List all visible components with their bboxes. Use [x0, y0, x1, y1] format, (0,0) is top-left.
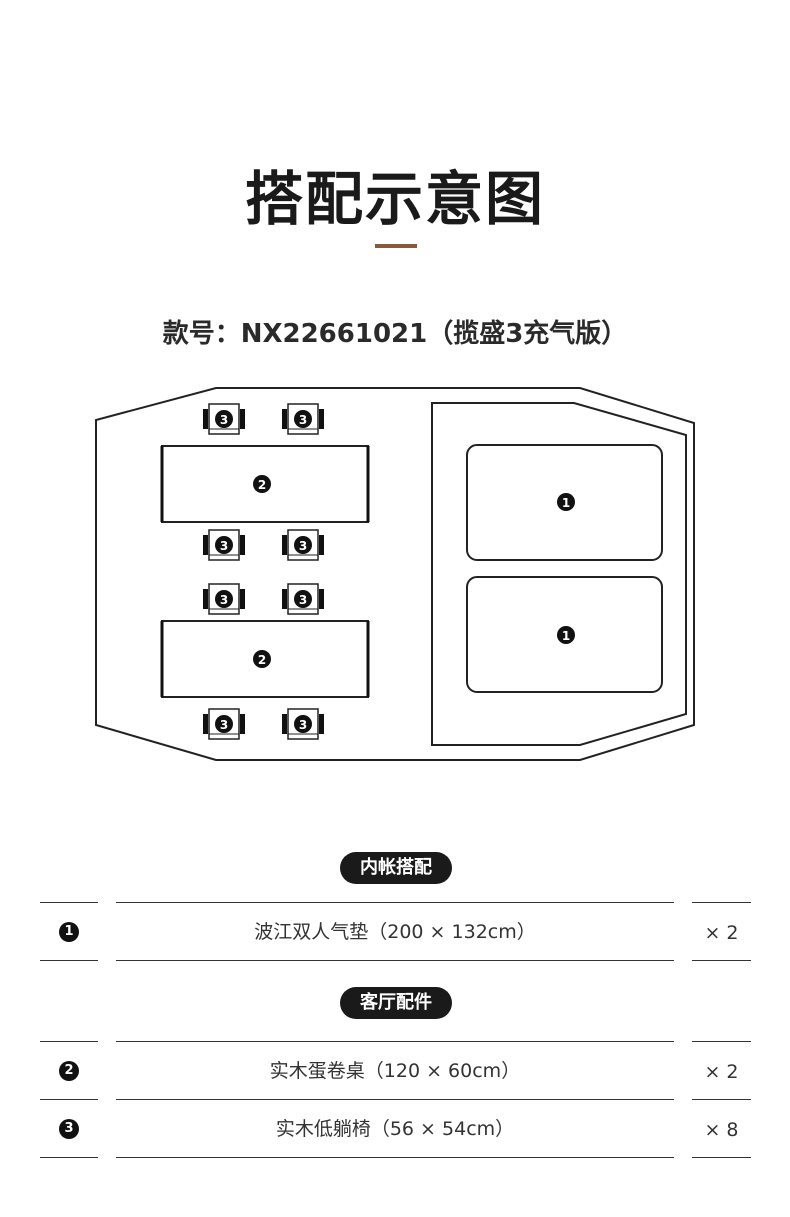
table-badge-text: 2	[258, 653, 266, 667]
row-divider	[692, 960, 751, 961]
chair: 3	[203, 529, 245, 561]
air-bed: 1	[466, 576, 663, 693]
item-quantity: × 2	[704, 1061, 739, 1083]
bed-badge-text: 1	[562, 629, 570, 643]
title-underline	[375, 244, 417, 248]
item-badge: 3	[59, 1119, 79, 1139]
chair-badge-text: 3	[220, 718, 228, 732]
row-divider	[40, 902, 98, 903]
air-bed: 1	[466, 444, 663, 561]
chair-badge-text: 3	[220, 539, 228, 553]
section-title-inner-tent: 内帐搭配	[340, 852, 452, 884]
inner-tent-outline	[431, 402, 687, 746]
item-name: 波江双人气垫（200 × 132cm）	[254, 921, 536, 943]
row-divider	[40, 960, 98, 961]
tent-outline	[95, 387, 695, 761]
page-title: 搭配示意图	[244, 165, 545, 233]
item-name: 实木蛋卷桌（120 × 60cm）	[269, 1060, 521, 1082]
chair-badge-text: 3	[220, 413, 228, 427]
item-name: 实木低躺椅（56 × 54cm）	[275, 1118, 515, 1140]
item-quantity: × 8	[704, 1119, 739, 1141]
item-badge: 2	[59, 1061, 79, 1081]
chair: 3	[203, 708, 245, 740]
row-divider	[40, 1099, 98, 1100]
row-divider	[116, 1157, 674, 1158]
row-divider	[40, 1041, 98, 1042]
tent-layout-diagram: 1 1 2 2 3 3 3 3 3 3 3 3	[95, 387, 695, 761]
chair-badge-text: 3	[299, 718, 307, 732]
item-badge: 1	[59, 922, 79, 942]
section-title-living-room: 客厅配件	[340, 987, 452, 1019]
row-divider	[692, 1041, 751, 1042]
chair-badge-text: 3	[299, 539, 307, 553]
chair-badge-text: 3	[299, 593, 307, 607]
chair: 3	[282, 708, 324, 740]
chair: 3	[203, 403, 245, 435]
row-divider	[116, 902, 674, 903]
row-divider	[692, 902, 751, 903]
chair-badge-text: 3	[220, 593, 228, 607]
chair-badge-text: 3	[299, 413, 307, 427]
row-divider	[40, 1157, 98, 1158]
chair: 3	[282, 403, 324, 435]
row-divider	[116, 1041, 674, 1042]
table: 2	[160, 620, 370, 698]
row-divider	[692, 1099, 751, 1100]
chair: 3	[282, 583, 324, 615]
row-divider	[116, 960, 674, 961]
bed-badge-text: 1	[562, 496, 570, 510]
model-number: 款号：NX22661021（揽盛3充气版）	[162, 319, 628, 349]
row-divider	[116, 1099, 674, 1100]
table-badge-text: 2	[258, 478, 266, 492]
chair: 3	[282, 529, 324, 561]
row-divider	[692, 1157, 751, 1158]
table: 2	[160, 445, 370, 523]
chair: 3	[203, 583, 245, 615]
item-quantity: × 2	[704, 922, 739, 944]
